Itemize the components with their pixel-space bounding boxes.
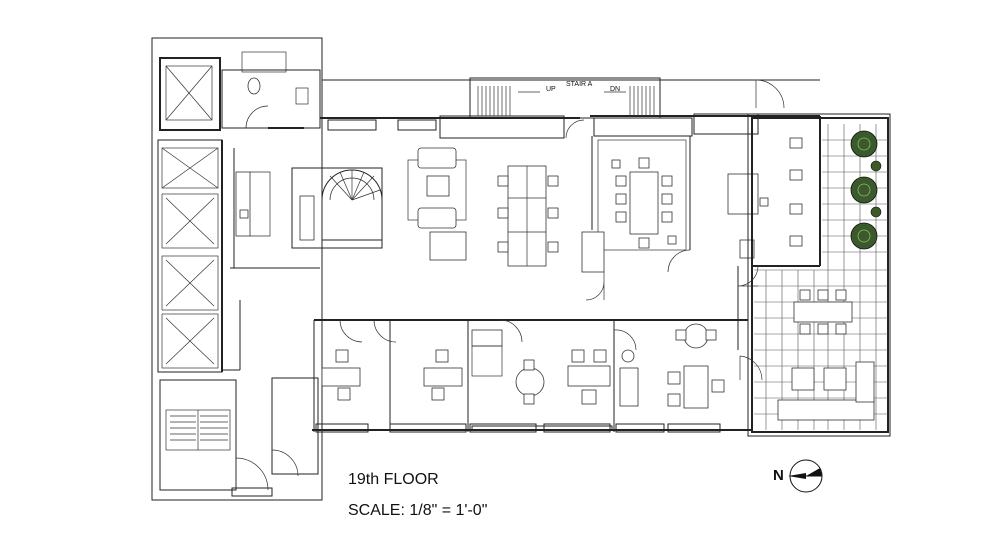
north-arrow xyxy=(788,459,823,493)
outdoor-sofa xyxy=(777,399,875,421)
outdoor-sofa xyxy=(855,361,875,403)
chair xyxy=(547,175,559,187)
restroom xyxy=(221,51,321,129)
conference-table xyxy=(629,171,659,235)
toilet-fixture xyxy=(247,77,261,95)
egress-stair xyxy=(159,379,237,491)
outdoor-table xyxy=(793,301,853,323)
elevator-core xyxy=(151,37,323,501)
chair xyxy=(547,207,559,219)
lounge-chair xyxy=(791,367,815,391)
elevator-shaft xyxy=(165,65,213,121)
pantry xyxy=(727,137,803,287)
reception-desk xyxy=(235,171,315,241)
elevator-shaft xyxy=(161,193,219,249)
desk xyxy=(567,365,611,387)
coffee-table xyxy=(426,175,450,197)
chair xyxy=(497,207,509,219)
elevator-shaft xyxy=(161,147,219,189)
stool xyxy=(789,235,803,247)
conference-room xyxy=(565,119,691,301)
sofa xyxy=(619,367,639,407)
sink-fixture xyxy=(295,87,309,105)
chair xyxy=(435,349,449,363)
chair xyxy=(581,389,597,405)
stair-down-label: DN xyxy=(610,86,621,93)
chair xyxy=(497,241,509,253)
chair xyxy=(497,175,509,187)
cabinet xyxy=(471,329,503,347)
chair xyxy=(711,379,725,393)
terrace xyxy=(739,113,891,437)
stair-up-label: UP xyxy=(546,86,556,93)
lounge-seating xyxy=(407,147,467,261)
stair-name-label: STAIR A xyxy=(566,81,593,88)
kitchen-island xyxy=(727,173,759,215)
side-table xyxy=(429,231,467,261)
private-offices xyxy=(313,319,748,432)
north-letter: N xyxy=(773,467,784,484)
stool xyxy=(789,137,803,149)
stool xyxy=(789,203,803,215)
terrace-lounge-set xyxy=(777,361,875,421)
credenza xyxy=(581,231,605,273)
stair-a xyxy=(469,77,785,119)
stool xyxy=(789,169,803,181)
round-table xyxy=(515,367,545,397)
desk xyxy=(423,367,463,387)
planter xyxy=(850,130,882,250)
desk xyxy=(321,367,361,387)
elevator-shaft xyxy=(161,255,219,311)
terrace-dining-set xyxy=(793,289,853,335)
lounge-chair xyxy=(823,367,847,391)
desk xyxy=(683,365,709,409)
chair xyxy=(337,387,351,401)
chair xyxy=(547,241,559,253)
open-workstations xyxy=(497,165,559,267)
floor-title: 19th FLOOR xyxy=(348,471,439,488)
elevator-shaft xyxy=(161,313,219,369)
round-table xyxy=(683,323,709,349)
chair xyxy=(335,349,349,363)
scale-note: SCALE: 1/8" = 1'-0" xyxy=(348,502,488,519)
spiral-stair xyxy=(291,167,383,249)
sofa xyxy=(417,147,457,169)
chair xyxy=(431,387,445,401)
sofa xyxy=(417,207,457,229)
